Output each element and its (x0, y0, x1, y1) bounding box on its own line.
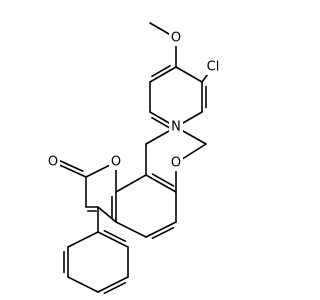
bond-layer (52, 22, 214, 295)
bond-aryl-1 (175, 66, 203, 83)
oxazine-oxygen-label: O (171, 156, 181, 171)
bond-carbonyl-inner (58, 159, 84, 172)
bond-benzo-1 (145, 174, 177, 193)
lactone-oxygen-bg (109, 154, 123, 170)
bond-phenyl-3-inner (103, 282, 127, 295)
bond-phenyl-6 (67, 231, 99, 248)
atom-label-layer: O Cl N O O O (46, 30, 222, 171)
bond-benzo-3 (145, 221, 177, 238)
bond-aryl-4-inner (151, 116, 171, 130)
methoxy-oxygen-bg (169, 30, 183, 46)
chlorine-label: Cl (207, 60, 220, 75)
bond-benzo-6 (115, 174, 147, 193)
chlorine-bg (204, 59, 222, 75)
oxazine-oxygen-bg (169, 155, 183, 171)
amine-nitrogen-bg (169, 119, 183, 135)
bond-phenyl-1-inner (103, 229, 127, 242)
bond-aryl-6 (149, 66, 177, 83)
bond-benzo-4 (115, 221, 147, 238)
bond-benzo-3-inner (151, 227, 175, 240)
bond-phenyl-4 (67, 276, 99, 293)
lactone-oxygen-label: O (111, 155, 121, 170)
bond-aryl-6-inner (151, 64, 171, 78)
carbonyl-oxygen-bg (46, 154, 60, 170)
molecule-structure-diagram: O Cl N O O O (46, 22, 222, 295)
amine-nitrogen-label: N (171, 120, 181, 135)
bond-phenyl-1 (97, 231, 129, 248)
methoxy-oxygen-label: O (171, 31, 181, 46)
bond-pyranone-c4-benzo (97, 206, 117, 223)
bond-phenyl-3 (97, 276, 129, 293)
bond-benzo-1-inner (151, 173, 175, 187)
carbonyl-oxygen-label: O (48, 155, 58, 170)
